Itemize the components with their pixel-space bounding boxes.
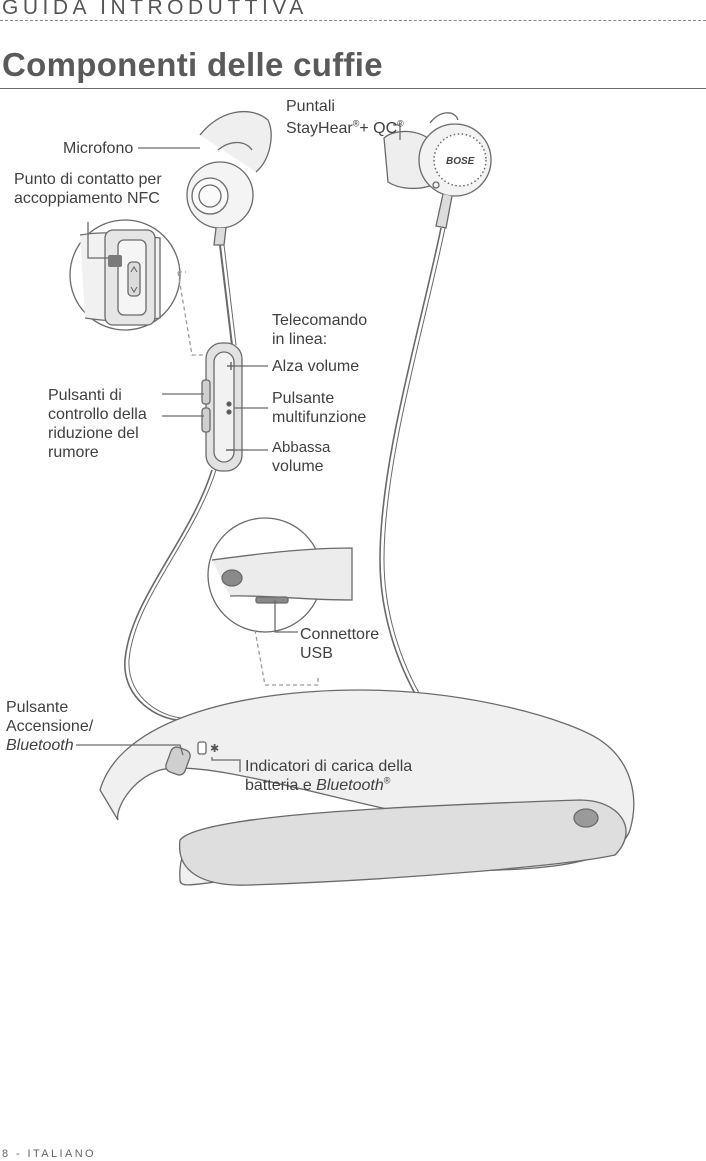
label-pulsante-mf-line1: Pulsante (272, 390, 335, 407)
label-alza-volume: Alza volume (272, 358, 360, 375)
label-puntali-line1: Puntali (286, 98, 335, 115)
nfc-magnified-view (69, 219, 181, 331)
label-noise-line3: riduzione del (48, 425, 139, 442)
label-usb-line2: USB (300, 645, 333, 662)
inline-remote (201, 342, 243, 472)
label-usb-line1: Connettore (300, 626, 380, 643)
section-heading: GUIDA INTRODUTTIVA (2, 0, 308, 19)
label-nfc-line1: Punto di contatto per (14, 171, 162, 188)
label-power-line3: Bluetooth (6, 737, 74, 754)
page-footer: 8 - ITALIANO (2, 1148, 96, 1160)
right-earbud: BOSE (383, 112, 492, 229)
label-noise-line1: Pulsanti di (48, 387, 122, 404)
label-power-line1: Pulsante (6, 699, 69, 716)
label-telecomando-line1: Telecomando (272, 312, 368, 329)
label-nfc-line2: accoppiamento NFC (14, 190, 160, 207)
left-earbud (186, 110, 272, 246)
label-puntali-line2: StayHear®+ QC® (286, 118, 404, 137)
label-microfono: Microfono (63, 140, 134, 157)
label-power-line2: Accensione/ (6, 718, 94, 735)
label-noise-line2: controllo della (48, 406, 147, 423)
label-abbassa-line1: Abbassa (272, 439, 331, 456)
usb-magnified-view (207, 517, 353, 633)
svg-text:BOSE: BOSE (446, 156, 475, 167)
header-dashed-divider (0, 20, 706, 21)
label-telecomando-line2: in linea: (272, 331, 328, 348)
label-pulsante-mf-line2: multifunzione (272, 409, 367, 426)
label-indicatori-line1: Indicatori di carica della (245, 758, 413, 775)
label-indicatori-line2: batteria e Bluetooth® (245, 775, 391, 794)
page-title: Componenti delle cuffie (2, 46, 383, 83)
svg-text:✱: ✱ (210, 742, 219, 755)
neckband: ✱ (99, 689, 635, 886)
title-divider (0, 88, 706, 89)
label-noise-line4: rumore (48, 444, 99, 461)
label-abbassa-line2: volume (272, 458, 324, 475)
